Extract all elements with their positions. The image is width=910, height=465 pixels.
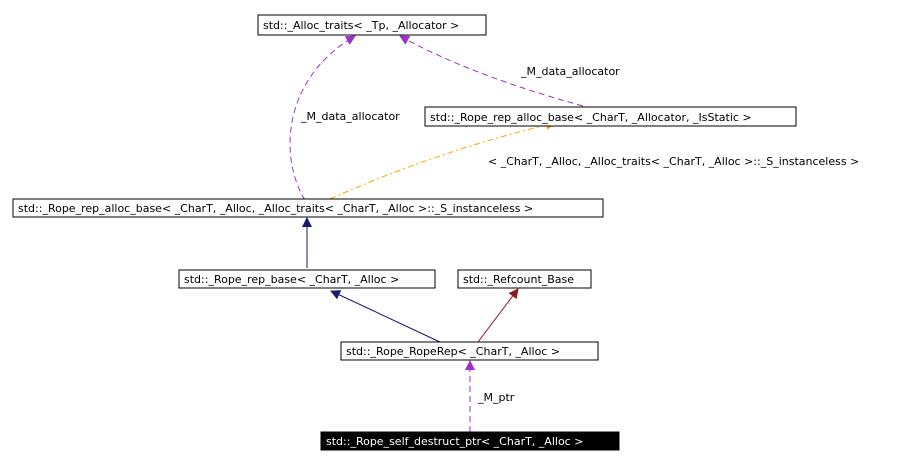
node-label: std::_Rope_rep_alloc_base< _CharT, _Allo… <box>430 111 752 124</box>
node-label: std::_Refcount_Base <box>463 273 574 286</box>
edge-template-instance <box>329 120 556 200</box>
node-label: std::_Rope_RopeRep< _CharT, _Alloc > <box>346 345 560 358</box>
edge-m-data-allocator-left <box>289 35 356 201</box>
label-m-ptr: _M_ptr <box>477 391 515 404</box>
label-m-data-allocator-right: _M_data_allocator <box>520 65 620 78</box>
node-label: std::_Alloc_traits< _Tp, _Allocator > <box>263 19 459 32</box>
node-label: std::_Rope_self_destruct_ptr< _CharT, _A… <box>326 435 583 448</box>
node-label: std::_Rope_rep_alloc_base< _CharT, _Allo… <box>18 202 533 215</box>
node-self-destruct-ptr[interactable]: std::_Rope_self_destruct_ptr< _CharT, _A… <box>320 431 620 451</box>
node-rep-base[interactable]: std::_Rope_rep_base< _CharT, _Alloc > <box>178 269 436 289</box>
node-rope-rep[interactable]: std::_Rope_RopeRep< _CharT, _Alloc > <box>340 341 599 361</box>
node-rep-alloc-base-inst[interactable]: std::_Rope_rep_alloc_base< _CharT, _Allo… <box>12 198 604 218</box>
edge-inherit-rep-base <box>330 290 441 343</box>
node-alloc-traits[interactable]: std::_Alloc_traits< _Tp, _Allocator > <box>257 14 487 36</box>
label-template-args: < _CharT, _Alloc, _Alloc_traits< _CharT,… <box>488 155 859 168</box>
node-label: std::_Rope_rep_base< _CharT, _Alloc > <box>184 273 399 286</box>
edge-inherit-refcount-base <box>477 288 519 343</box>
node-rep-alloc-base-generic[interactable]: std::_Rope_rep_alloc_base< _CharT, _Allo… <box>424 106 797 127</box>
node-refcount-base[interactable]: std::_Refcount_Base <box>457 269 592 289</box>
label-m-data-allocator-left: _M_data_allocator <box>300 110 400 123</box>
